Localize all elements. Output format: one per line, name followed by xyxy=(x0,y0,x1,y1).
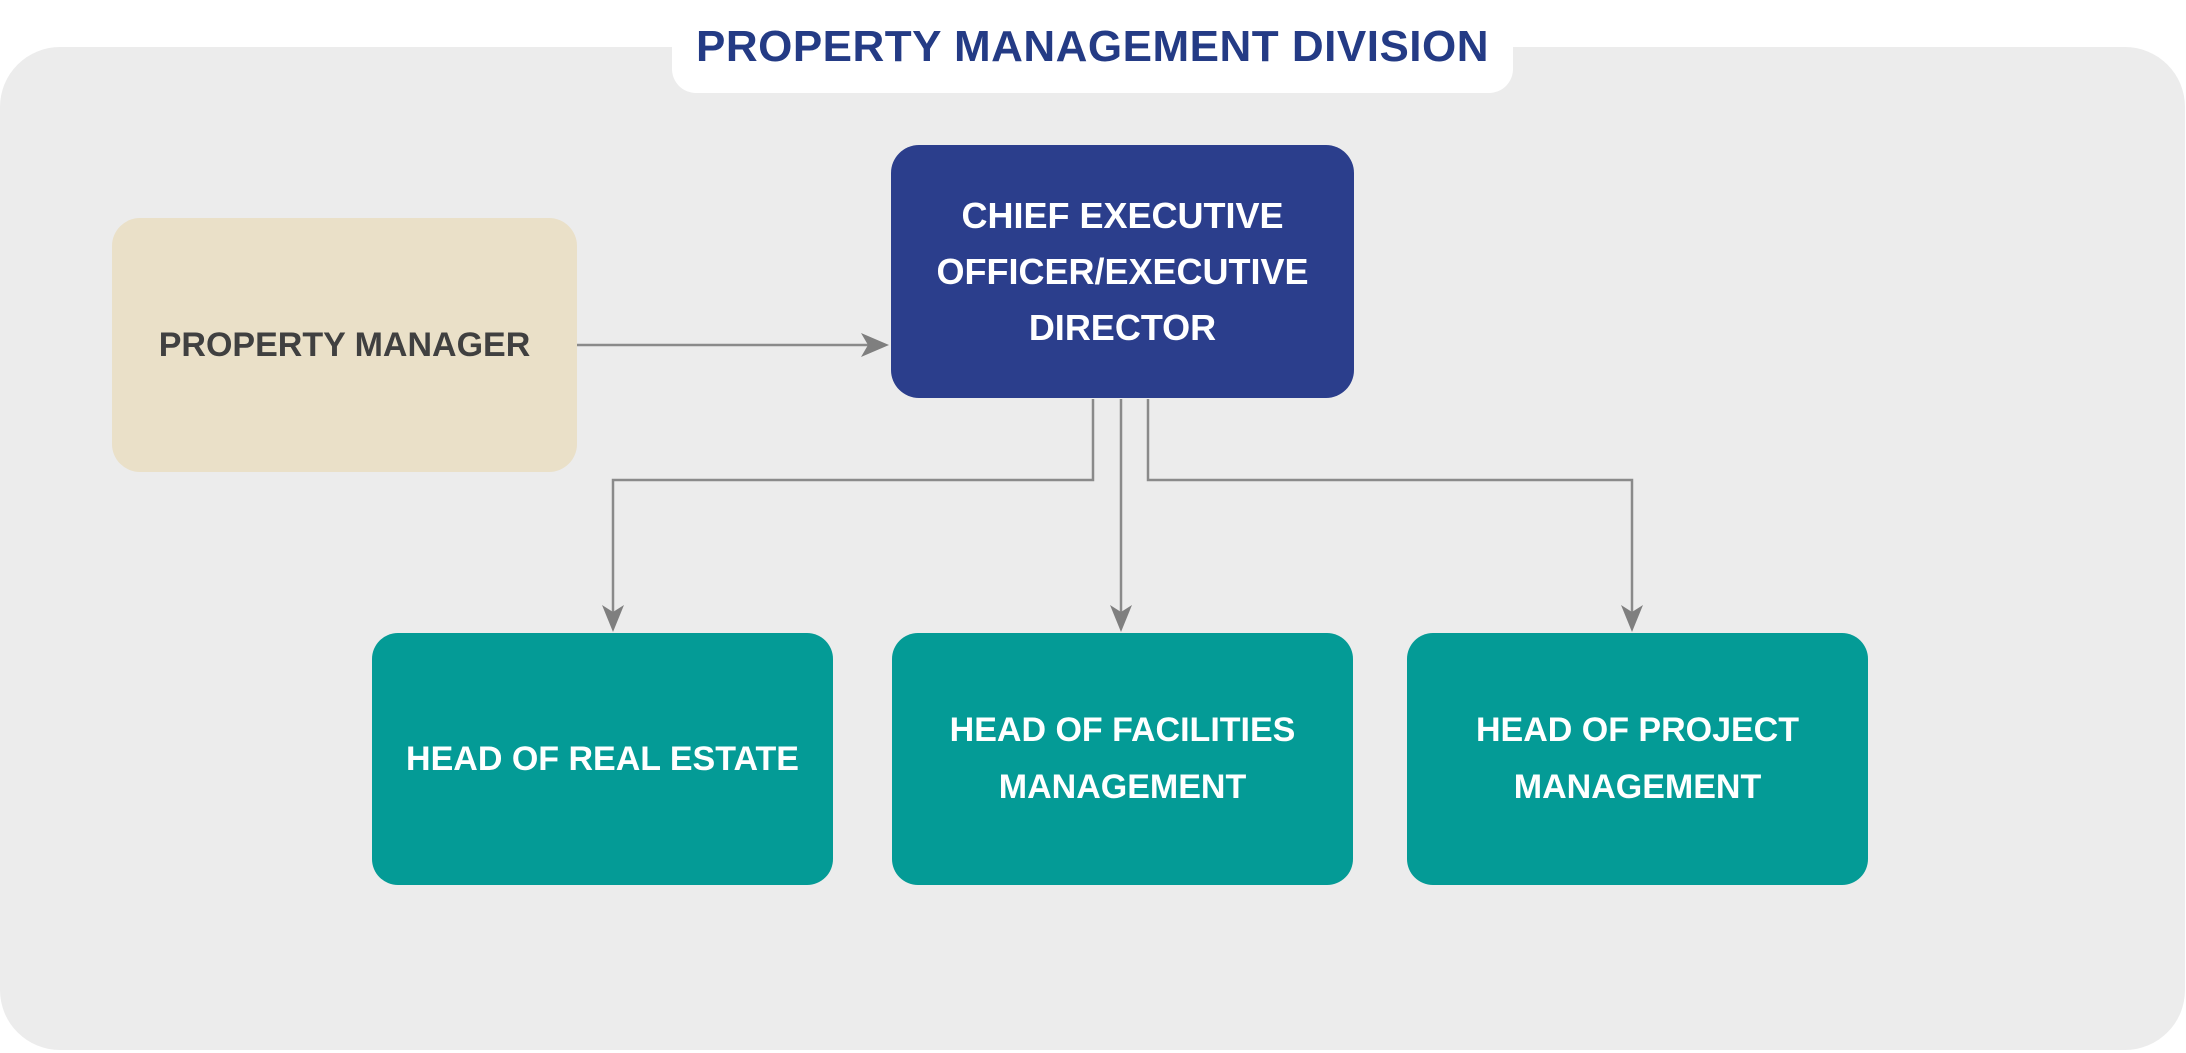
org-node-label: CHIEF EXECUTIVE OFFICER/EXECUTIVE DIRECT… xyxy=(936,194,1309,348)
org-node-property-manager: PROPERTY MANAGER xyxy=(112,218,577,472)
org-node-head-project: HEAD OF PROJECT MANAGEMENT xyxy=(1407,633,1868,885)
org-node-head-facilities: HEAD OF FACILITIES MANAGEMENT xyxy=(892,633,1353,885)
page-title: PROPERTY MANAGEMENT DIVISION xyxy=(695,21,1490,71)
org-node-label: PROPERTY MANAGER xyxy=(158,325,531,364)
org-node-head-real-estate: HEAD OF REAL ESTATE xyxy=(372,633,833,885)
org-node-label: HEAD OF PROJECT MANAGEMENT xyxy=(1475,711,1800,806)
org-node-label: HEAD OF FACILITIES MANAGEMENT xyxy=(949,711,1296,806)
chart-title-tab: PROPERTY MANAGEMENT DIVISION xyxy=(672,0,1513,93)
org-node-chief-executive: CHIEF EXECUTIVE OFFICER/EXECUTIVE DIRECT… xyxy=(891,145,1354,398)
org-node-label: HEAD OF REAL ESTATE xyxy=(406,739,799,778)
